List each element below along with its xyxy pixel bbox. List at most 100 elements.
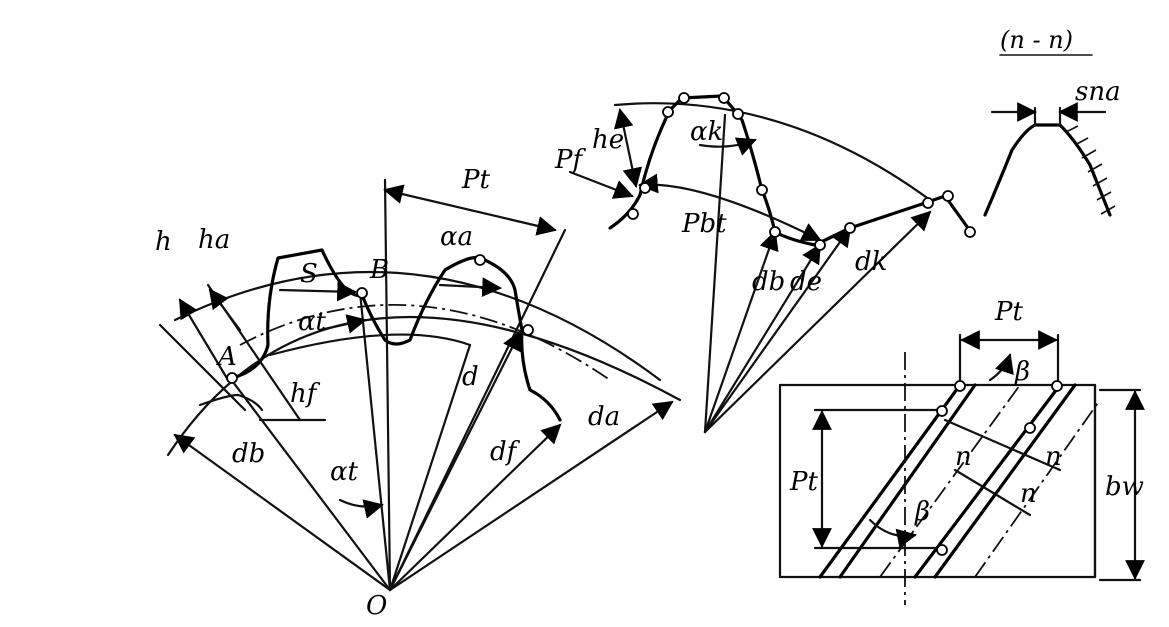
label-alpha-t2: αt	[330, 457, 359, 487]
plan-point-2	[1051, 380, 1063, 392]
mid-point-10	[922, 197, 934, 209]
normal-line-1	[943, 418, 1062, 472]
mid-point-3	[678, 92, 690, 104]
mid-point-8	[814, 239, 826, 251]
beta-arc-bottom	[868, 518, 917, 549]
label-pt: Pt	[461, 165, 490, 195]
mid-point-5	[732, 108, 744, 120]
alpha-a-dim	[438, 277, 502, 297]
tooth-profiles	[158, 248, 562, 422]
pitch-point-marker	[522, 324, 534, 336]
label-sna: sna	[1075, 77, 1121, 107]
he-dim	[613, 108, 643, 188]
tooth-outline	[230, 248, 562, 422]
mid-point-6	[756, 184, 768, 196]
plan-point-4	[1024, 422, 1036, 434]
label-df: df	[490, 437, 521, 467]
h-dim	[178, 298, 230, 382]
helix-center-2	[974, 399, 1101, 578]
normal-line-2	[953, 468, 1032, 517]
label-pt2: Pt	[994, 297, 1023, 327]
label-pt3: Pt	[789, 467, 818, 497]
label-db: db	[232, 439, 265, 469]
label-db2: db	[752, 267, 785, 297]
radius-db	[173, 433, 392, 592]
circles	[166, 270, 682, 457]
label-alpha-a: αa	[440, 222, 473, 252]
pitch-circle-arc	[239, 303, 611, 381]
label-s: S	[300, 259, 318, 289]
label-pbt: Pbt	[681, 209, 727, 239]
alpha-k-arc	[698, 137, 757, 156]
radius-to-a	[228, 376, 392, 592]
label-point-a: A	[216, 342, 237, 372]
label-h: h	[155, 227, 172, 257]
alpha-t2-arc	[338, 498, 384, 519]
label-pf: Pf	[554, 145, 586, 175]
point-b-marker	[356, 287, 368, 299]
left-gear-sector: h ha S B αt αa A hf db αt d df da Pt O	[155, 165, 682, 621]
mid-point-11	[942, 190, 954, 202]
label-ha: ha	[198, 225, 230, 255]
plan-point-5	[936, 544, 948, 556]
middle-tooth-detail: he Pf αk Pbt db de dk	[554, 92, 976, 434]
s-dim	[278, 281, 357, 302]
helix-4	[933, 383, 1077, 579]
label-de: de	[790, 267, 822, 297]
label-alpha-k: αk	[690, 117, 723, 147]
label-alpha-t: αt	[298, 307, 327, 337]
plan-point-1	[954, 380, 966, 392]
radius-df	[388, 423, 562, 592]
mid-point-7	[769, 226, 781, 238]
label-n2: n	[1020, 479, 1037, 509]
radial-lines	[173, 178, 674, 592]
ray-1	[703, 113, 727, 434]
label-n3: n	[1045, 442, 1062, 472]
section-n-n: (п - п) sna	[983, 26, 1121, 217]
addendum-circle-arc	[173, 270, 662, 382]
radius-inner	[388, 343, 472, 592]
dimension-arrows	[178, 184, 557, 519]
ray-3	[703, 243, 822, 434]
radius-to-b	[358, 290, 392, 592]
mid-point-12	[964, 226, 976, 238]
label-da: da	[588, 402, 620, 432]
fillet-a	[198, 393, 264, 412]
helical-plan-view: Pt β β n n n Pt bw	[778, 297, 1145, 605]
label-hf: hf	[290, 379, 321, 409]
radius-da	[388, 400, 674, 592]
tooth-contour	[608, 94, 970, 247]
radius-vertical	[383, 178, 392, 592]
helix-1	[818, 383, 962, 579]
helix-2	[838, 383, 977, 579]
ray-4	[703, 226, 852, 434]
pbt-arc	[638, 173, 822, 242]
base-circle-arc	[166, 315, 682, 457]
tip-arc	[613, 102, 932, 202]
alpha-t-dim	[318, 314, 367, 334]
root-circle-arc	[268, 333, 472, 357]
label-dk: dk	[855, 247, 887, 277]
tooth-tip-marker	[474, 254, 486, 266]
pt-dim	[383, 184, 557, 236]
h-extension	[158, 323, 247, 412]
ha-dim	[208, 288, 242, 332]
ray-2	[703, 230, 779, 434]
label-point-b: B	[369, 255, 389, 285]
mid-point-1	[627, 208, 639, 220]
label-d: d	[462, 362, 479, 392]
label-beta2: β	[914, 497, 930, 527]
label-beta1: β	[1014, 357, 1030, 387]
mid-point-13	[662, 106, 674, 118]
plan-point-3	[936, 405, 948, 417]
beta-arc-top	[988, 353, 1014, 382]
label-bw: bw	[1105, 472, 1144, 502]
ray-5	[703, 210, 932, 434]
label-origin: O	[366, 591, 387, 621]
mid-point-4	[718, 92, 730, 104]
mid-point-9	[844, 222, 856, 234]
pf-leader	[568, 170, 634, 199]
label-he: he	[592, 125, 624, 155]
